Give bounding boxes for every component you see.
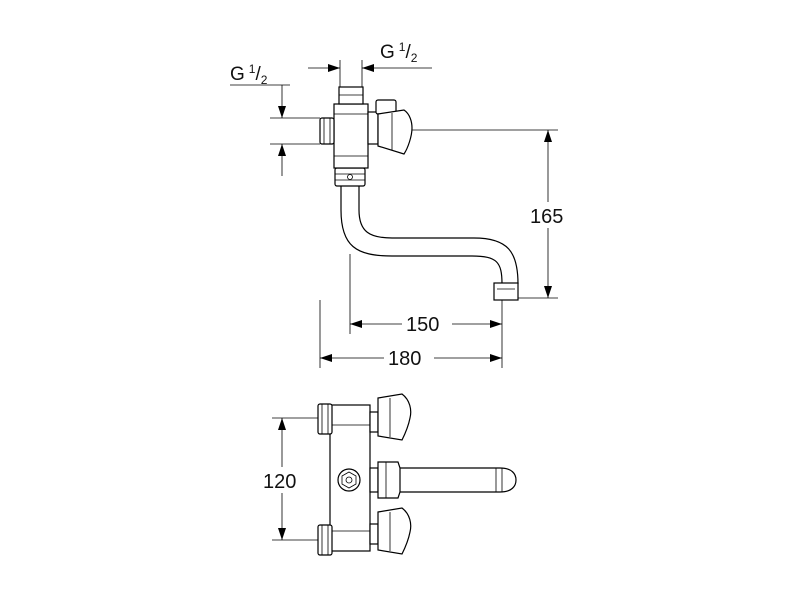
dimension-120: 120 (262, 417, 318, 541)
front-connector-top (317, 403, 333, 435)
thread-right-numerator: 1 (399, 40, 406, 54)
wall-connector (319, 117, 335, 145)
svg-text:G1/2: G1/2 (380, 40, 418, 65)
valve-body (319, 86, 413, 169)
label-165: 165 (530, 206, 563, 228)
top-cap (338, 86, 364, 105)
front-view: 120 (262, 393, 517, 556)
svg-text:G1/2: G1/2 (230, 62, 268, 87)
dimension-180: 180 (320, 346, 502, 370)
swivel-ring (334, 167, 366, 187)
spout (340, 185, 519, 301)
dimension-165: 165 (412, 129, 568, 299)
front-spout (397, 467, 517, 493)
center-nut (337, 468, 361, 492)
front-handle-bottom (369, 507, 412, 555)
thread-left-numerator: 1 (249, 62, 256, 76)
dimension-150: 150 (349, 254, 503, 368)
label-120: 120 (263, 471, 296, 493)
front-connector-bottom (317, 524, 333, 556)
thread-left-denominator: 2 (261, 73, 268, 87)
label-180: 180 (388, 348, 421, 370)
thread-right-base: G (380, 42, 395, 63)
spout-outlet (493, 282, 519, 301)
label-150: 150 (406, 314, 439, 336)
side-handle (377, 109, 413, 155)
thread-left-base: G (230, 64, 245, 85)
center-diverter (369, 461, 401, 499)
thread-right-denominator: 2 (411, 51, 418, 65)
front-handle-top (369, 393, 412, 441)
